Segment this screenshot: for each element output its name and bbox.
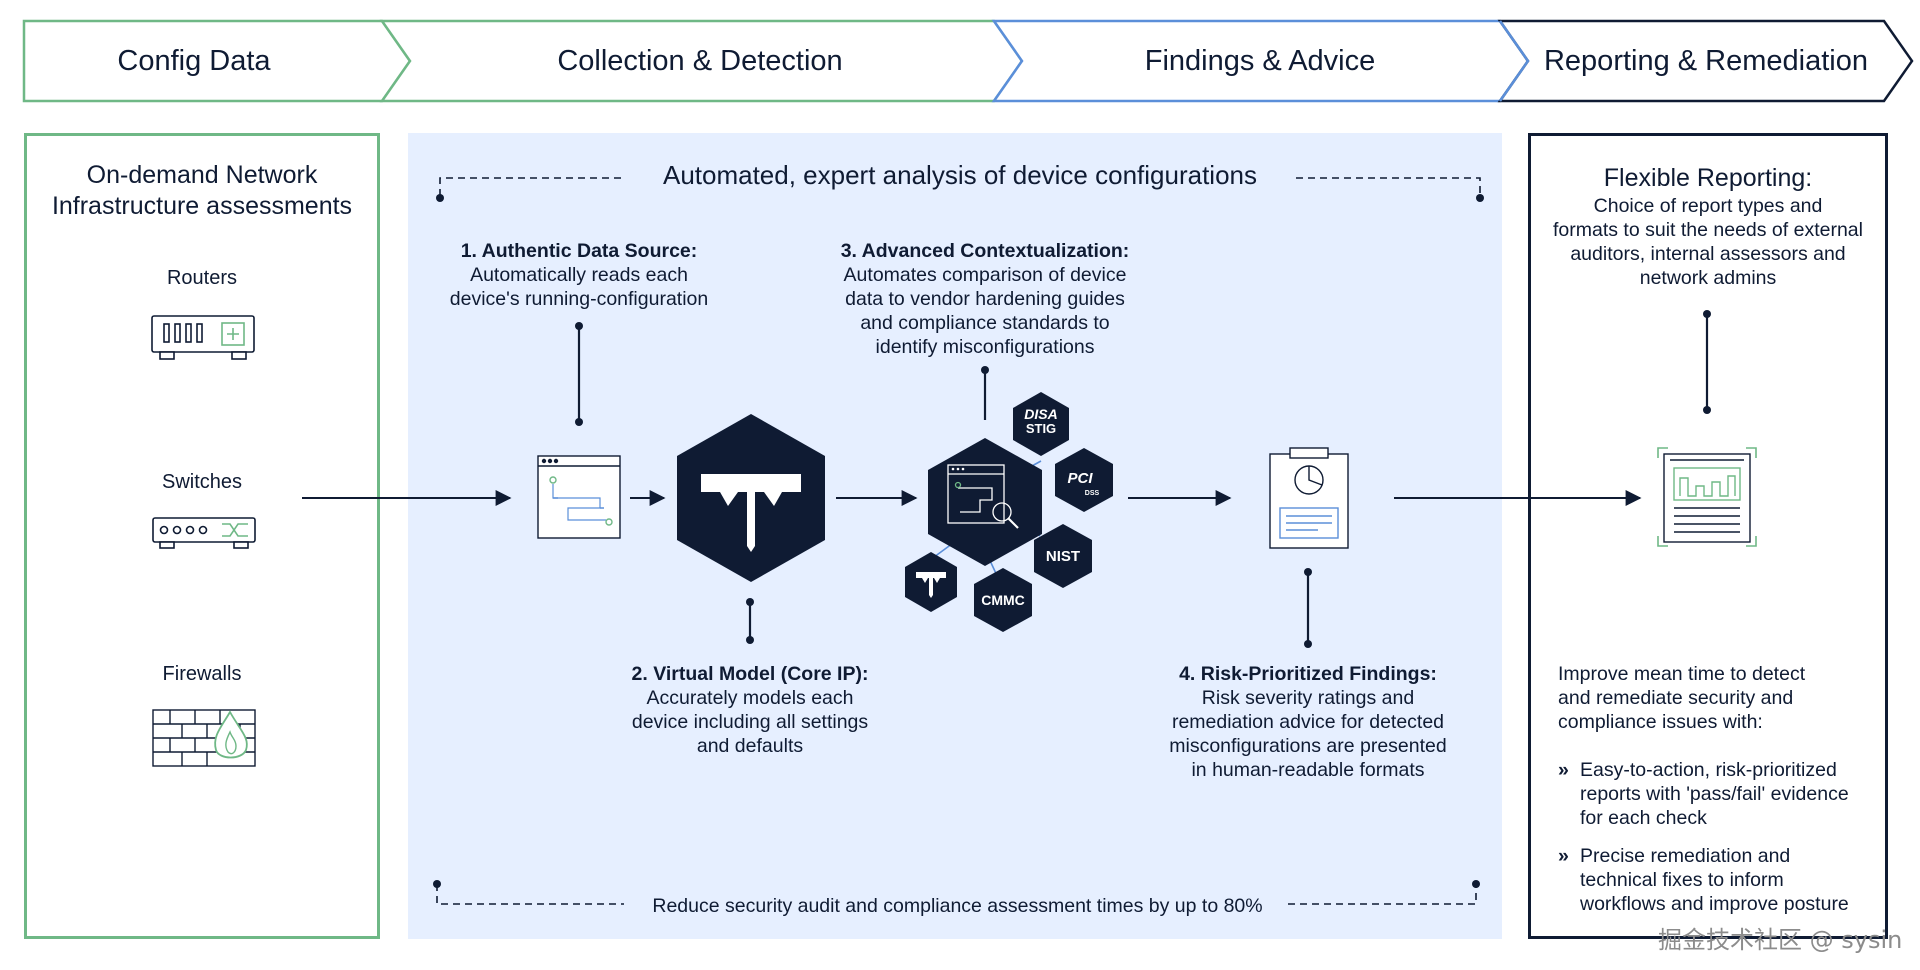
- firewall-icon: [152, 709, 256, 767]
- step-3-line: data to vendor hardening guides: [845, 288, 1125, 310]
- device-label-switches: Switches: [161, 471, 243, 493]
- left-panel-title: On-demand Network Infrastructure assessm…: [24, 160, 380, 222]
- left-title-line-1: On-demand Network: [86, 161, 318, 189]
- step-2-callout: 2. Virtual Model (Core IP): Accurately m…: [600, 662, 900, 758]
- reporting-panel: [1528, 133, 1888, 939]
- disa-stig-badge: [1013, 392, 1069, 456]
- stage-label-collection: Collection & Detection: [557, 45, 843, 77]
- watermark: 掘金技术社区 @ sysin: [1658, 926, 1903, 954]
- switch-icon: [152, 517, 256, 549]
- mini-logo-icon: [916, 572, 946, 598]
- pci-dss-badge: [1055, 448, 1113, 512]
- right-panel-line: network admins: [1639, 267, 1777, 289]
- step-2-line: Accurately models each: [646, 687, 854, 709]
- cmmc-text: CMMC: [981, 592, 1025, 608]
- right-panel-title: Flexible Reporting:: [1603, 164, 1813, 192]
- right-panel-line: Choice of report types and: [1593, 195, 1823, 217]
- disa-text: DISA: [1024, 406, 1057, 422]
- benefit-line: for each check: [1580, 807, 1707, 829]
- stage-label-reporting: Reporting & Remediation: [1543, 45, 1868, 77]
- core-logo-icon: [677, 414, 825, 582]
- step-3-title: 3. Advanced Contextualization:: [840, 240, 1130, 262]
- step-4-line: in human-readable formats: [1191, 759, 1425, 781]
- nist-badge: [1034, 524, 1092, 588]
- step-3-line: identify misconfigurations: [875, 336, 1095, 358]
- step-1-line: device's running-configuration: [449, 288, 709, 310]
- benefit-item: » Precise remediation and technical fixe…: [1558, 844, 1878, 916]
- stage-label-findings: Findings & Advice: [1144, 45, 1376, 77]
- tagline-bracket: [436, 884, 1477, 905]
- analysis-cluster: [905, 392, 1113, 632]
- step-3-line: Automates comparison of device: [843, 264, 1127, 286]
- step-1-line: Automatically reads each: [470, 264, 688, 286]
- step-4-line: remediation advice for detected: [1171, 711, 1445, 733]
- bullet-chevron-icon: »: [1558, 759, 1569, 781]
- step-4-line: Risk severity ratings and: [1201, 687, 1415, 709]
- step-2-title: 2. Virtual Model (Core IP):: [631, 663, 869, 685]
- analysis-hexagon: [928, 438, 1042, 566]
- right-panel-description: Flexible Reporting: Choice of report typ…: [1534, 163, 1882, 290]
- step-1-callout: 1. Authentic Data Source: Automatically …: [429, 239, 729, 311]
- tagline: Reduce security audit and compliance ass…: [652, 895, 1263, 917]
- improve-line: Improve mean time to detect: [1558, 663, 1806, 685]
- callout-connectors: [577, 314, 1709, 644]
- step-4-title: 4. Risk-Prioritized Findings:: [1179, 663, 1437, 685]
- title-bracket: [439, 177, 1481, 196]
- benefit-list: » Easy-to-action, risk-prioritized repor…: [1558, 758, 1878, 930]
- benefit-line: workflows and improve posture: [1580, 893, 1849, 915]
- benefit-line: Easy-to-action, risk-prioritized: [1580, 759, 1837, 781]
- findings-clipboard-icon: [1269, 447, 1349, 549]
- improve-line: compliance issues with:: [1558, 711, 1763, 733]
- right-panel-line: formats to suit the needs of external: [1552, 219, 1863, 241]
- bullet-chevron-icon: »: [1558, 845, 1569, 867]
- improve-line: and remediate security and: [1558, 687, 1794, 709]
- stig-text: STIG: [1026, 421, 1056, 436]
- improve-text: Improve mean time to detect and remediat…: [1558, 662, 1878, 734]
- config-data-panel: [24, 133, 380, 939]
- benefit-item: » Easy-to-action, risk-prioritized repor…: [1558, 758, 1878, 830]
- cmmc-badge: [974, 568, 1032, 632]
- step-4-callout: 4. Risk-Prioritized Findings: Risk sever…: [1148, 662, 1468, 782]
- step-3-line: and compliance standards to: [860, 312, 1110, 334]
- pci-text: PCI: [1067, 470, 1093, 487]
- nist-text: NIST: [1046, 548, 1080, 565]
- step-3-callout: 3. Advanced Contextualization: Automates…: [825, 239, 1145, 359]
- stage-chevron-reporting: [1497, 19, 1914, 103]
- report-icon: [1657, 447, 1757, 547]
- config-file-icon: [537, 455, 621, 539]
- benefit-line: technical fixes to inform: [1580, 869, 1784, 891]
- dss-text: DSS: [1085, 490, 1100, 497]
- stage-label-config: Config Data: [117, 45, 271, 77]
- step-1-title: 1. Authentic Data Source:: [460, 240, 698, 262]
- step-2-line: and defaults: [696, 735, 804, 757]
- device-label-routers: Routers: [166, 267, 238, 289]
- step-2-line: device including all settings: [631, 711, 869, 733]
- router-icon: [151, 315, 255, 360]
- benefit-line: Precise remediation and: [1580, 845, 1791, 867]
- right-panel-line: auditors, internal assessors and: [1570, 243, 1846, 265]
- benefit-line: reports with 'pass/fail' evidence: [1580, 783, 1849, 805]
- left-title-line-2: Infrastructure assessments: [51, 192, 353, 220]
- step-4-line: misconfigurations are presented: [1169, 735, 1447, 757]
- middle-panel-title: Automated, expert analysis of device con…: [662, 160, 1257, 190]
- device-label-firewalls: Firewalls: [162, 663, 242, 685]
